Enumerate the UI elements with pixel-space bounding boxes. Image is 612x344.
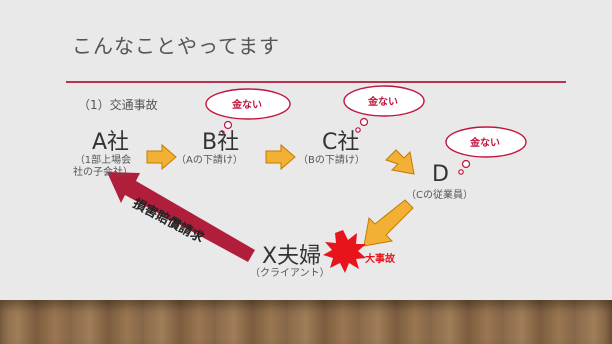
thought-bubble-c: 金ない — [343, 85, 425, 133]
bubble-c-text: 金ない — [367, 95, 398, 108]
arrow-d-to-x — [363, 199, 414, 247]
bubble-b-text: 金ない — [231, 98, 262, 111]
arrow-b-to-c — [265, 143, 296, 171]
node-a-note: （1部上場会 社の子会社） — [62, 155, 144, 179]
node-x-note: （クライアント） — [250, 268, 330, 279]
slide-title: こんなことやってます — [72, 34, 280, 58]
arrow-a-to-b — [146, 143, 177, 171]
node-a-label: A社 — [92, 130, 130, 155]
claim-arrow — [107, 172, 255, 262]
node-x-label: X夫婦 — [262, 244, 322, 269]
accident-burst-icon — [323, 230, 366, 273]
node-d-note: （Cの従業員） — [406, 190, 473, 201]
node-b-note: （Aの下請け） — [176, 155, 243, 166]
node-b-label: B社 — [202, 130, 240, 155]
accident-label: 大事故 — [365, 252, 396, 265]
bubble-d-text: 金ない — [469, 136, 500, 149]
node-d-label: D — [432, 162, 449, 187]
node-c-label: C社 — [322, 130, 360, 155]
wooden-floor — [0, 300, 612, 344]
section-label: （1）交通事故 — [78, 98, 158, 112]
node-a-note-line1: （1部上場会 — [74, 155, 132, 166]
thought-bubble-b: 金ない — [205, 88, 291, 136]
node-c-note: （Bの下請け） — [298, 155, 365, 166]
title-divider — [66, 81, 566, 83]
arrow-c-to-d — [385, 149, 415, 175]
node-a-note-line2: 社の子会社） — [73, 167, 133, 178]
thought-bubble-d: 金ない — [445, 126, 527, 175]
